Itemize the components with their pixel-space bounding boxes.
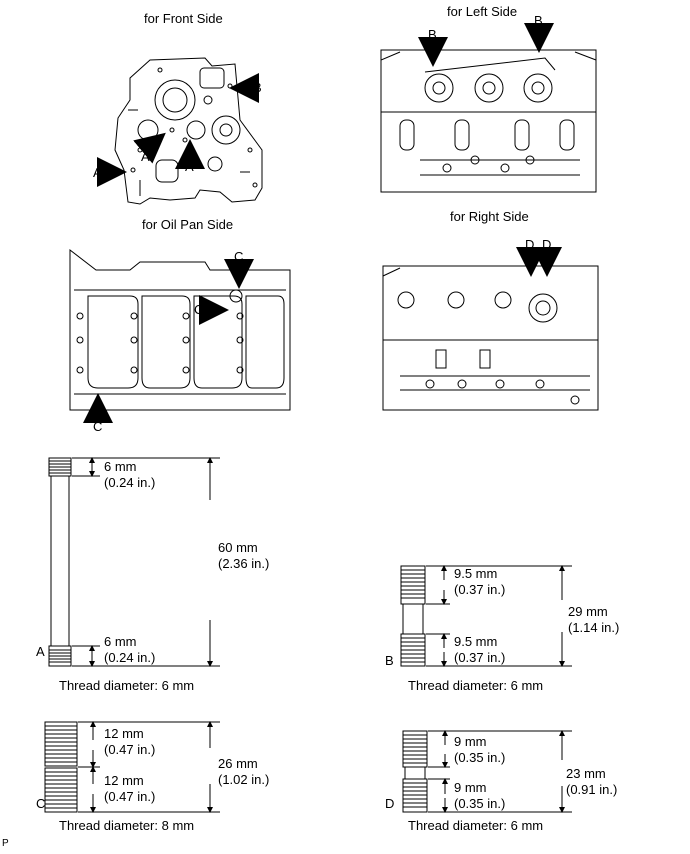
- stud-a-letter: A: [36, 644, 45, 659]
- stud-c-bottom-thread: 12 mm (0.47 in.): [104, 773, 156, 804]
- oil-pan-callout-c-mid: C: [194, 302, 204, 317]
- right-callout-d-1: D: [525, 237, 535, 252]
- stud-b-thread-diameter: Thread diameter: 6 mm: [408, 678, 544, 693]
- right-side-arrows: [516, 247, 562, 277]
- right-callout-d-2: D: [542, 237, 552, 252]
- left-side-title: for Left Side: [447, 4, 518, 19]
- stud-c-top-thread: 12 mm (0.47 in.): [104, 726, 156, 757]
- front-side-arrows: [97, 73, 259, 187]
- stud-c-thread-diameter: Thread diameter: 8 mm: [59, 818, 195, 833]
- left-callout-b-2: B: [534, 13, 543, 28]
- right-side-title: for Right Side: [450, 209, 529, 224]
- left-callout-b-1: B: [428, 27, 437, 42]
- front-callout-a-center: A: [141, 149, 150, 164]
- stud-d-thread-diameter: Thread diameter: 6 mm: [408, 818, 544, 833]
- stud-c-drawing: [44, 721, 220, 813]
- front-callout-a-right: A: [185, 159, 194, 174]
- front-side-view: [114, 57, 263, 205]
- stud-a-bottom-thread: 6 mm (0.24 in.): [104, 634, 156, 665]
- oil-pan-side-view: [69, 248, 291, 411]
- stud-a-thread-diameter: Thread diameter: 6 mm: [59, 678, 195, 693]
- oil-pan-side-arrows: [83, 259, 254, 423]
- oil-pan-callout-c-top: C: [234, 249, 244, 264]
- stud-d-top-thread: 9 mm (0.35 in.): [454, 734, 506, 765]
- right-side-view: [382, 265, 599, 411]
- stud-d-length: 23 mm (0.91 in.): [566, 766, 618, 797]
- front-callout-b: B: [253, 80, 262, 95]
- stud-a-length: 60 mm (2.36 in.): [218, 540, 270, 571]
- stud-d-bottom-thread: 9 mm (0.35 in.): [454, 780, 506, 811]
- stud-b-length: 29 mm (1.14 in.): [568, 604, 620, 635]
- left-side-view: [380, 49, 597, 193]
- left-side-arrows: [418, 23, 554, 67]
- stud-a-drawing: [48, 457, 220, 667]
- stud-b-letter: B: [385, 653, 394, 668]
- front-callout-a-left: A: [93, 165, 102, 180]
- stud-c-letter: C: [36, 796, 46, 811]
- stud-b-bottom-thread: 9.5 mm (0.37 in.): [454, 634, 506, 665]
- stud-d-letter: D: [385, 796, 395, 811]
- stud-d-drawing: [402, 730, 572, 813]
- oil-pan-callout-c-bottom: C: [93, 419, 103, 434]
- stud-a-top-thread: 6 mm (0.24 in.): [104, 459, 156, 490]
- front-side-title: for Front Side: [144, 11, 223, 26]
- stud-b-top-thread: 9.5 mm (0.37 in.): [454, 566, 506, 597]
- figure-code: P: [2, 838, 9, 849]
- stud-b-drawing: [400, 565, 572, 667]
- stud-c-length: 26 mm (1.02 in.): [218, 756, 270, 787]
- oil-pan-side-title: for Oil Pan Side: [142, 217, 234, 232]
